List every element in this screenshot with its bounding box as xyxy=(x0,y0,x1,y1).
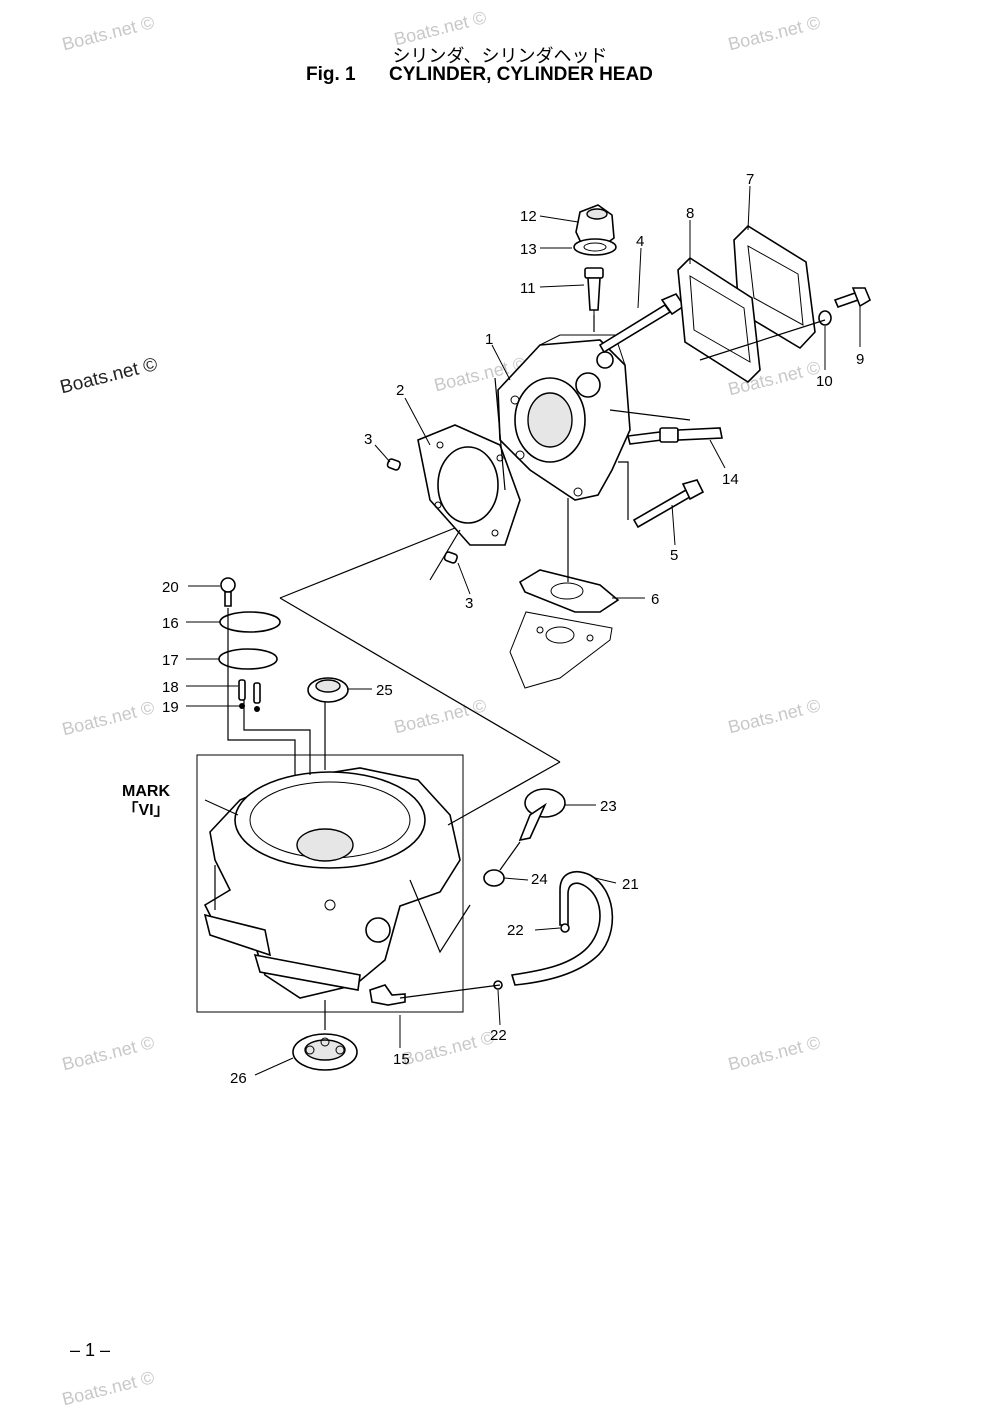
head-bolt-long xyxy=(598,293,686,354)
washer xyxy=(818,310,832,326)
callout-6: 6 xyxy=(651,591,659,608)
assembly-lines xyxy=(214,315,826,1030)
callout-16: 16 xyxy=(162,615,179,632)
callout-2: 2 xyxy=(396,382,404,399)
figure-title: CYLINDER, CYLINDER HEAD xyxy=(389,64,653,85)
callout-24: 24 xyxy=(531,871,548,888)
callout-4: 4 xyxy=(636,233,644,250)
cover-bolt xyxy=(833,287,872,309)
callout-21: 21 xyxy=(622,876,639,893)
assembly-frame xyxy=(196,754,464,1013)
o-ring-19 xyxy=(254,706,260,712)
callout-3: 3 xyxy=(364,431,372,448)
mark-label-line1: MARK xyxy=(122,783,170,800)
callout-26: 26 xyxy=(230,1070,247,1087)
cylinder-block xyxy=(203,767,461,999)
callout-12: 12 xyxy=(520,208,537,225)
callout-1: 1 xyxy=(485,331,493,348)
pin-18 xyxy=(253,682,261,704)
callout-13: 13 xyxy=(520,241,537,258)
cylinder-head xyxy=(497,334,631,501)
callout-11: 11 xyxy=(520,280,536,297)
cylinder-head-gasket xyxy=(417,424,521,546)
callout-labels: 12 13 11 4 1 2 3 8 7 9 10 14 5 6 3 20 16… xyxy=(162,171,864,1087)
oil-filler-cap xyxy=(518,788,566,842)
callout-19: 19 xyxy=(162,699,179,716)
pin-18 xyxy=(238,679,246,701)
oil-seal xyxy=(307,677,349,703)
callout-17: 17 xyxy=(162,652,179,669)
callout-3: 3 xyxy=(465,595,473,612)
callout-8: 8 xyxy=(686,205,694,222)
mark-label: MARK 「VI」 xyxy=(122,782,170,820)
callout-14: 14 xyxy=(722,471,739,488)
callout-22: 22 xyxy=(507,922,524,939)
dowel-pin xyxy=(386,458,401,471)
cover-16 xyxy=(219,611,281,633)
hose-elbow xyxy=(369,984,406,1006)
page-number: – 1 – xyxy=(70,1340,111,1360)
callout-25: 25 xyxy=(376,682,393,699)
figure-number: Fig. 1 xyxy=(306,64,356,85)
head-bolt-short xyxy=(632,479,705,529)
callout-20: 20 xyxy=(162,579,179,596)
japanese-title: シリンダ、シリンダヘッド xyxy=(392,46,608,67)
callout-18: 18 xyxy=(162,679,179,696)
callout-15: 15 xyxy=(393,1051,410,1068)
callout-23: 23 xyxy=(600,798,617,815)
mark-label-line2: 「VI」 xyxy=(122,802,170,819)
callout-7: 7 xyxy=(746,171,754,188)
exhaust-gasket xyxy=(518,569,620,613)
bolt-20 xyxy=(220,577,236,607)
drain-hose xyxy=(510,871,614,986)
callout-9: 9 xyxy=(856,351,864,368)
callout-5: 5 xyxy=(670,547,678,564)
callout-10: 10 xyxy=(816,373,833,390)
ball-bearing xyxy=(292,1033,358,1071)
hose-clip xyxy=(560,923,570,933)
thermostat-gasket xyxy=(573,238,617,256)
o-ring-24 xyxy=(483,869,505,887)
exhaust-cover-plate xyxy=(509,611,613,689)
spark-plug xyxy=(627,427,723,445)
callout-22: 22 xyxy=(490,1027,507,1044)
thermostat xyxy=(584,267,604,330)
leader-lines xyxy=(186,185,861,1076)
thermostat-cover xyxy=(575,204,615,249)
